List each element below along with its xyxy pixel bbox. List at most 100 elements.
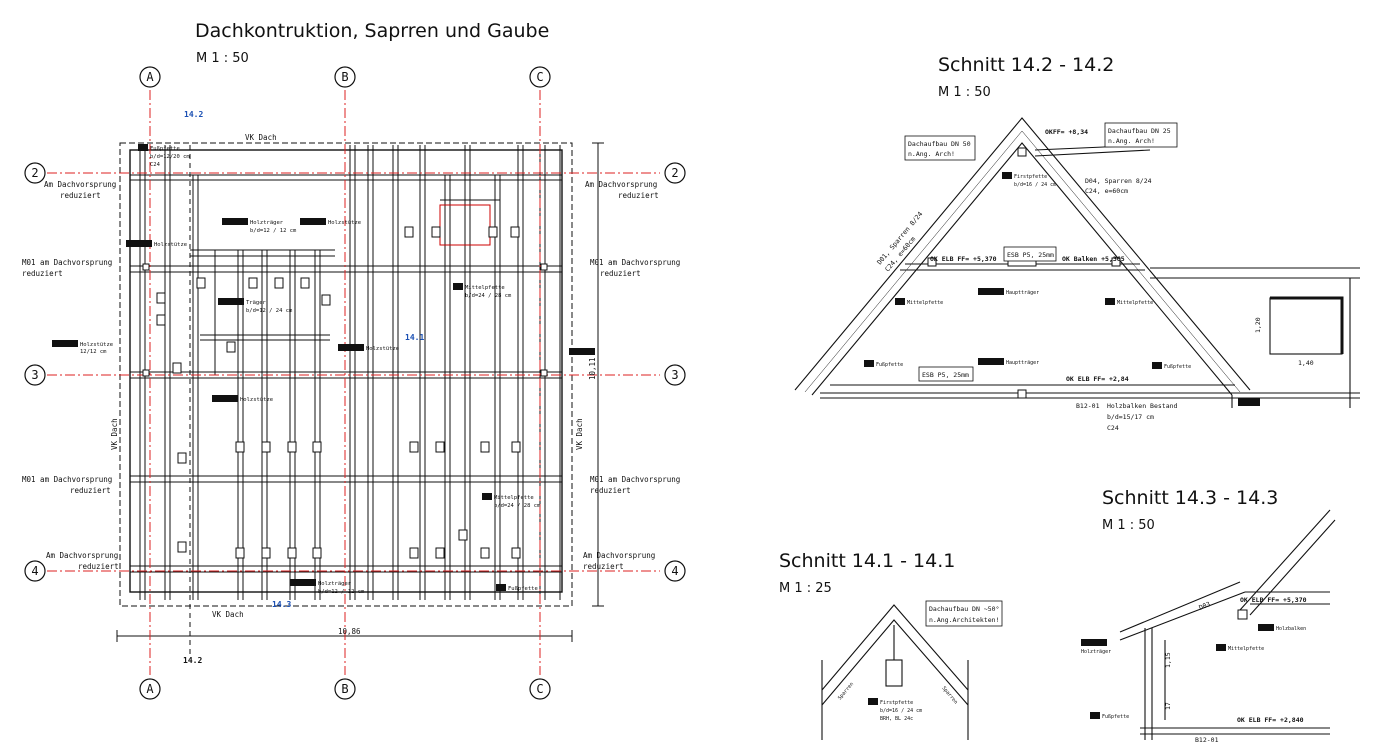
tag-holzstuetze-3-dim: 12/12 cm	[80, 349, 107, 355]
tag-mittelpfette-1-dim: b/d=24 / 28 cm	[465, 293, 512, 299]
tag-fusspfette-top-dim: b/d=12/20 cm	[150, 154, 190, 160]
mittelpfette-142-right: Mittelpfette	[1117, 300, 1153, 306]
holztraeger-143-label: Holzträger	[1081, 649, 1111, 655]
tag-mittelpfette-2-dim: b/d=24 / 28 cm	[494, 503, 541, 509]
section-mark-143: 14.3	[272, 600, 291, 609]
vk-dach-right-label: VK Dach	[575, 418, 584, 450]
m01-reduced-l2: reduziert	[70, 486, 111, 495]
holzbalken-143-label: Holzbalken	[1276, 626, 1306, 632]
axis-bubble-c-bottom	[529, 678, 551, 700]
section-141-title: Schnitt 14.1 - 14.1	[779, 550, 956, 572]
roof141-label: Dachaufbau DN ~50°	[929, 605, 999, 613]
m01-label-l2: M01 am Dachvorsprung	[22, 475, 112, 484]
holzbalken-label: Holzbalken Bestand	[1107, 402, 1178, 410]
tag-holztraeger-2: Holzträger	[318, 581, 352, 587]
ok-elb2-143-label: OK ELB FF= +2,840	[1237, 716, 1304, 724]
tag-traeger: Träger	[246, 300, 267, 306]
section-142-scale: M 1 : 50	[938, 85, 991, 100]
tag-mittelpfette-1: Mittelpfette	[465, 285, 505, 291]
overhang-label-tr: Am Dachvorsprung	[585, 180, 657, 189]
tag-fusspfette-top: Fußpfette	[150, 146, 180, 152]
tag-holzstuetze-5: Holzstütze	[240, 397, 273, 403]
axis-label-2-left: 2	[31, 166, 38, 180]
axis-label-3-left: 3	[31, 368, 38, 382]
m01-reduced-r1: reduziert	[600, 269, 641, 278]
tag-holztraeger-1: Holzträger	[250, 220, 284, 226]
m01-reduced-r2: reduziert	[590, 486, 631, 495]
tag-holztraeger-2-dim: b/d=12 / 12 cm	[318, 589, 365, 595]
roof50-box	[904, 135, 976, 161]
tag-holzstuetze-3: Holzstütze	[80, 342, 113, 348]
esb1-box	[1003, 246, 1057, 262]
sparren2-label: D04, Sparren 8/24	[1085, 177, 1152, 185]
plan-title: Dachkontruktion, Saprren und Gaube	[195, 20, 550, 42]
overhang-label-bl: Am Dachvorsprung	[46, 551, 118, 560]
b12-label: B12-01	[1076, 402, 1100, 410]
tag-holzstuetze-1: Holzstütze	[154, 242, 187, 248]
haupttraeger-142-label: Hauptträger	[1006, 290, 1039, 296]
section-mark-141: 14.1	[405, 333, 424, 342]
fusspfette-142-right: Fußpfette	[1164, 364, 1191, 370]
reduced-label-tl: reduziert	[60, 191, 101, 200]
axis-label-c-top: C	[536, 70, 543, 84]
m01-reduced-l1: reduziert	[22, 269, 63, 278]
axis-bubble-b-top	[334, 66, 356, 88]
axis-label-b-top: B	[341, 70, 348, 84]
dim-bottom-value: 10,86	[338, 627, 361, 636]
section-142-drawing	[794, 117, 1360, 408]
axis-label-3-right: 3	[671, 368, 678, 382]
b12-143-label: B12-01	[1195, 736, 1219, 744]
section-143-drawing	[1119, 509, 1336, 740]
roof25-note: n.Ang. Arch!	[1108, 137, 1155, 145]
tag-mittelpfette-2: Mittelpfette	[494, 495, 534, 501]
reduced-label-tr: reduziert	[618, 191, 659, 200]
tag-fusspfette-top-mat: C24	[150, 162, 161, 168]
fusspfette-143-label: Fußpfette	[1102, 714, 1129, 720]
section-141-scale: M 1 : 25	[779, 581, 832, 596]
mittelpfette-142-left: Mittelpfette	[907, 300, 943, 306]
holzbalken-mat: C24	[1107, 424, 1119, 432]
m01-label-l1: M01 am Dachvorsprung	[22, 258, 112, 267]
sparren2-mat: C24, e=60cm	[1085, 187, 1128, 195]
firstpfette-142-dim: b/d=16 / 24 cm	[1014, 182, 1056, 188]
window-width-dim: 1,40	[1298, 359, 1314, 367]
axis-label-c-bottom: C	[536, 682, 543, 696]
axis-label-b-bottom: B	[341, 682, 348, 696]
axis-bubble-4-right	[664, 560, 686, 582]
m01-label-r1: M01 am Dachvorsprung	[590, 258, 680, 267]
vk-dach-left-label: VK Dach	[110, 418, 119, 450]
section-143-scale: M 1 : 50	[1102, 518, 1155, 533]
section-142-title: Schnitt 14.2 - 14.2	[938, 54, 1115, 76]
esb2-label: ESB P5, 25mm	[922, 371, 969, 379]
overhang-label-br: Am Dachvorsprung	[583, 551, 655, 560]
d03-143-label: D03	[1198, 600, 1212, 612]
haupttraeger-142-lower: Hauptträger	[1006, 360, 1039, 366]
building-outline	[129, 149, 563, 593]
vk-dach-bottom-label: VK Dach	[212, 610, 244, 619]
axis-bubbles	[24, 66, 686, 700]
sparren-141-right: Sparren	[940, 685, 958, 705]
firstpfette-141-label: Firstpfette	[880, 700, 913, 706]
axis-bubble-4-left	[24, 560, 46, 582]
plan-scale: M 1 : 50	[196, 51, 249, 66]
tag-traeger-dim: b/d=12 / 24 cm	[246, 308, 293, 314]
tag-fusspfette-bottom: Fußpfette	[508, 586, 538, 592]
axis-bubble-3-right	[664, 364, 686, 386]
section-141-drawing	[821, 604, 969, 740]
ok-elb1-143-label: OK ELB FF= +5,370	[1240, 596, 1307, 604]
roof141-note: n.Ang.Architekten!	[929, 616, 999, 624]
firstpfette-141-mat: BRH, BL 24c	[880, 716, 913, 722]
window-height-dim: 1,20	[1254, 317, 1262, 333]
roof25-label: Dachaufbau DN 25	[1108, 127, 1171, 135]
roof50-note: n.Ang. Arch!	[908, 150, 955, 158]
ok-elb2-label: OK ELB FF= +2,84	[1066, 375, 1129, 383]
axis-label-a-bottom: A	[146, 682, 154, 696]
overhang-label-tl: Am Dachvorsprung	[44, 180, 116, 189]
okff-label: OKFF= +8,34	[1045, 128, 1088, 136]
dim1-143: 1,15	[1164, 652, 1172, 668]
mittelpfette-143-label: Mittelpfette	[1228, 646, 1264, 652]
axis-bubble-a-top	[139, 66, 161, 88]
roof25-box	[1104, 122, 1178, 148]
section-mark-142-top: 14.2	[184, 110, 203, 119]
